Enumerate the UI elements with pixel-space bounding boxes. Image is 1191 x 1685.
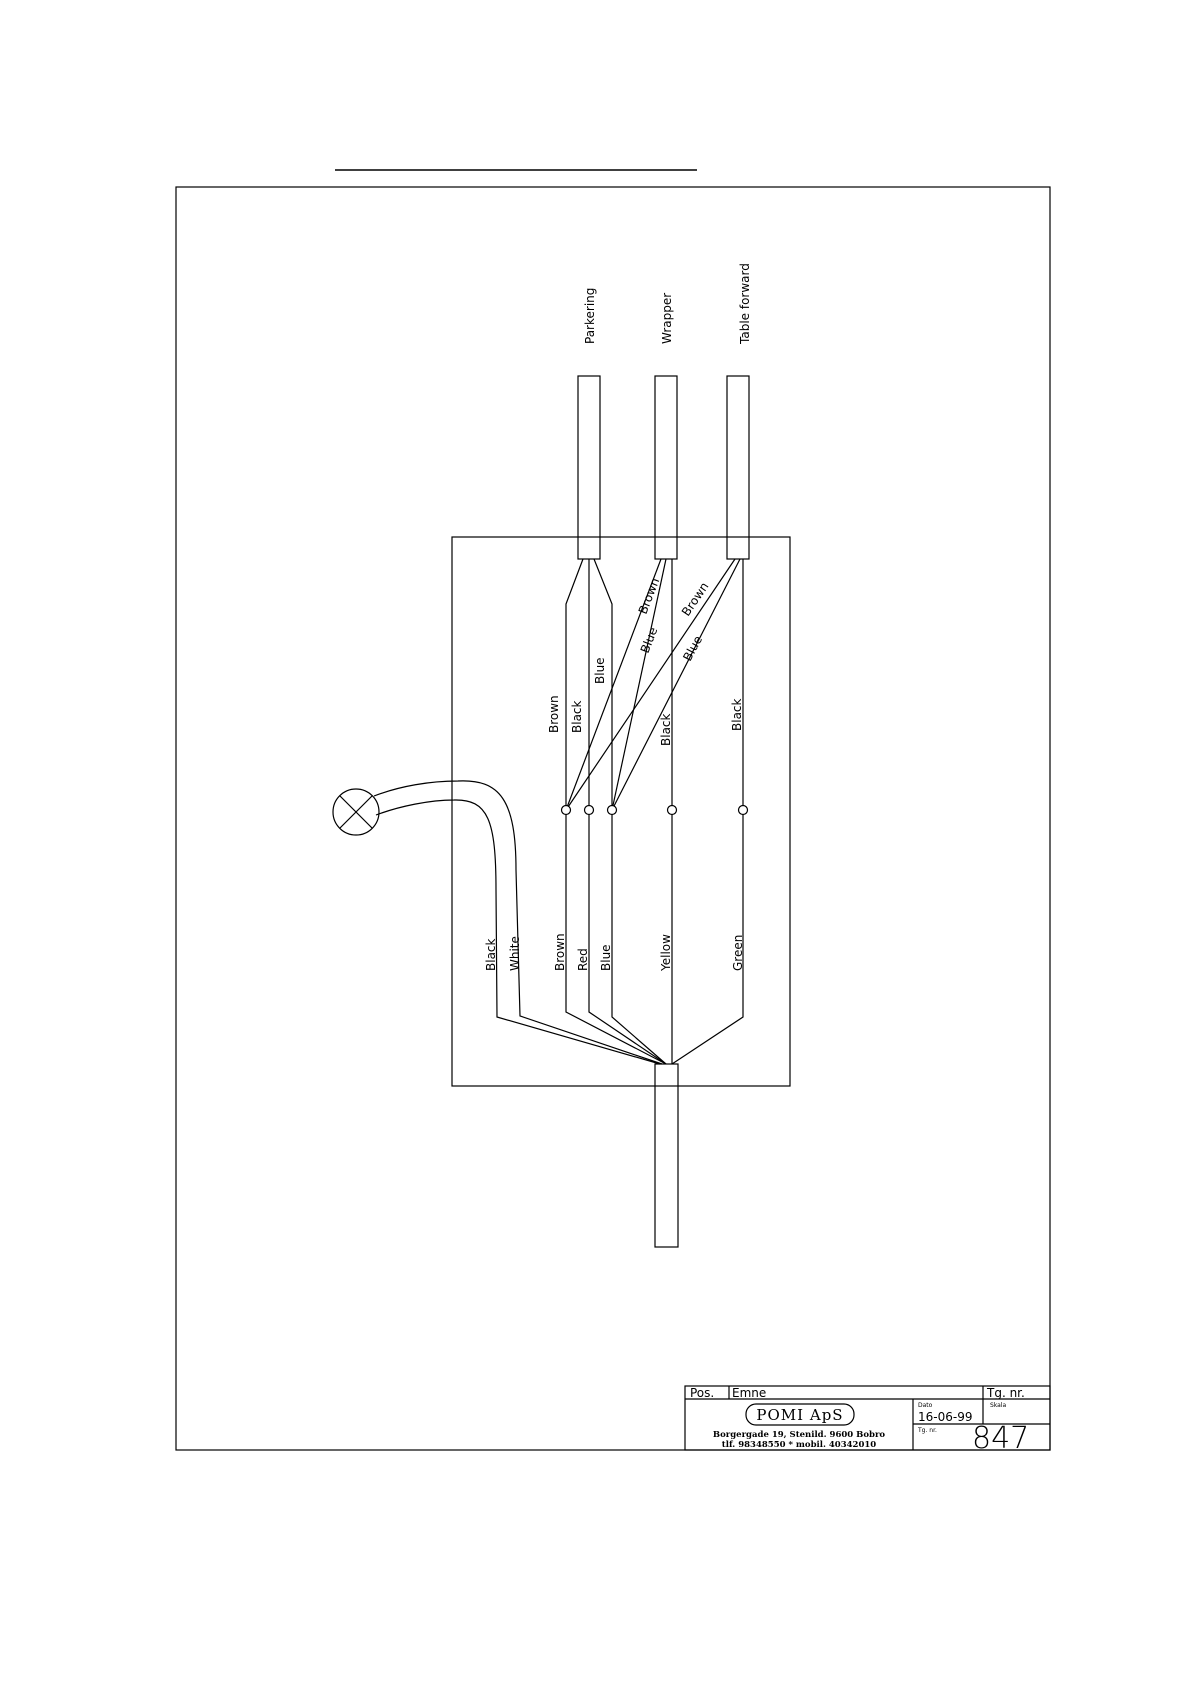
terminal-5 [739, 806, 748, 815]
wire-lower-red [589, 815, 666, 1064]
title-block-pos-label: Pos. [690, 1386, 714, 1400]
wire-label-brown-lower: Brown [553, 933, 567, 971]
title-block-emne-label: Emne [732, 1386, 766, 1400]
wire-lower-brown [566, 815, 666, 1064]
wire-label-black-left: Black [570, 700, 584, 733]
cable-parkering [578, 376, 600, 559]
wire-lower-blue [612, 815, 666, 1064]
title-block-skala-label: Skala [990, 1402, 1007, 1409]
wire-label-blue-mid: Blue [638, 625, 661, 655]
wire-label-brown-left: Brown [547, 695, 561, 733]
terminal-2 [585, 806, 594, 815]
title-block-dato: 16-06-99 [918, 1410, 972, 1424]
cable-label-table-forward: Table forward [738, 263, 752, 345]
wire-label-black-lower: Black [484, 938, 498, 971]
wire-label-blue-right: Blue [680, 633, 705, 663]
cable-wrapper [655, 376, 677, 559]
wire-label-black-mid: Black [659, 713, 673, 746]
terminal-4 [668, 806, 677, 815]
title-block-tg-nr-label: Tg. nr. [986, 1386, 1025, 1400]
company-address-line2: tlf. 98348550 * mobil. 40342010 [722, 1440, 876, 1450]
wire-label-red-lower: Red [576, 948, 590, 971]
wire-wrapper-blue [612, 559, 666, 810]
wire-label-brown-right: Brown [679, 580, 712, 619]
company-address-line1: Borgergade 19, Stenild. 9600 Bobro [713, 1430, 886, 1440]
cable-label-parkering: Parkering [583, 288, 597, 344]
wire-label-yellow-lower: Yellow [659, 934, 673, 972]
cable-main [655, 1064, 678, 1247]
drawing-number: 847 [972, 1421, 1029, 1456]
title-block-tg-nr-small: Tg. nr. [917, 1427, 937, 1434]
cable-table-forward [727, 376, 749, 559]
company-logo-text: POMI ApS [756, 1406, 843, 1424]
cable-label-wrapper: Wrapper [660, 293, 674, 344]
wire-table-forward-blue [612, 559, 740, 810]
terminal-1 [562, 806, 571, 815]
terminal-3 [608, 806, 617, 815]
wire-label-white-lower: White [508, 936, 522, 971]
lamp-wire-white [374, 781, 662, 1064]
wire-label-blue-lower: Blue [599, 944, 613, 971]
sheet-border [176, 187, 1050, 1450]
title-block-dato-label: Dato [918, 1402, 933, 1409]
wire-label-blue-left: Blue [593, 657, 607, 684]
wire-label-black-right: Black [730, 698, 744, 731]
wire-label-green-lower: Green [731, 935, 745, 971]
